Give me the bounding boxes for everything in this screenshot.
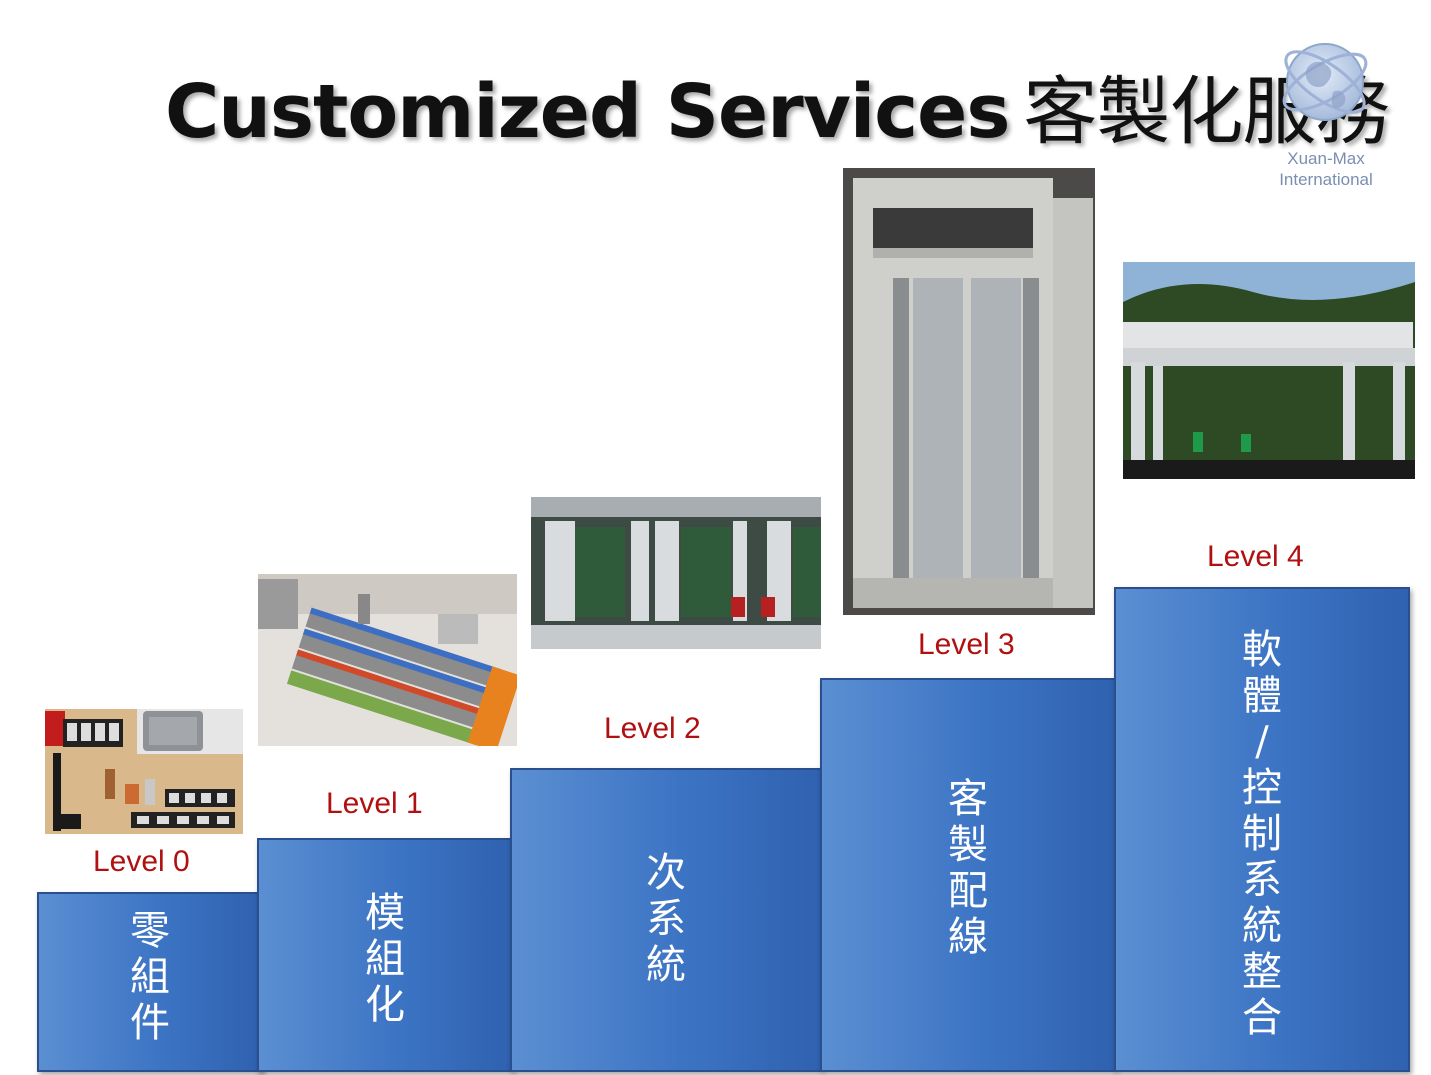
level-4-char: 統 <box>1242 903 1282 949</box>
level-3-label: Level 3 <box>918 628 1015 661</box>
level-4-bar: 軟 體 / 控 制 系 統 整 合 <box>1114 587 1410 1072</box>
level-0-label: Level 0 <box>93 845 190 878</box>
level-2-bar: 次 系 統 <box>510 768 822 1072</box>
level-0-char: 零 <box>130 908 170 954</box>
level-4-char: 控 <box>1242 765 1282 811</box>
logo-name-line2: International <box>1279 170 1373 189</box>
level-3-bar: 客 製 配 線 <box>820 678 1116 1072</box>
level-4-label: Level 4 <box>1207 540 1304 573</box>
level-4-char: 系 <box>1242 857 1282 903</box>
level-3-char: 客 <box>948 776 988 822</box>
level-0-char: 件 <box>130 1000 170 1046</box>
level-1-char: 組 <box>365 936 405 982</box>
level-2-label: Level 2 <box>604 712 701 745</box>
globe-logo-icon <box>1282 43 1368 121</box>
level-4-char: 體 <box>1242 673 1282 719</box>
level-3-char: 配 <box>948 868 988 914</box>
level-1-char: 化 <box>365 982 405 1028</box>
rack-chassis-photo-icon <box>531 497 821 649</box>
level-4-char: 軟 <box>1242 627 1282 673</box>
level-4-char: 合 <box>1242 995 1282 1041</box>
terminal-blocks-photo-icon <box>258 574 517 746</box>
level-3-char: 製 <box>948 822 988 868</box>
level-1-bar: 模 組 化 <box>257 838 513 1072</box>
level-1-char: 模 <box>365 890 405 936</box>
level-3-char: 線 <box>948 914 988 960</box>
gantry-system-photo-icon <box>1123 262 1415 479</box>
level-4-char: 整 <box>1242 949 1282 995</box>
level-4-char: 制 <box>1242 811 1282 857</box>
level-2-char: 系 <box>646 896 686 942</box>
level-1-label: Level 1 <box>326 787 423 820</box>
level-2-char: 次 <box>646 850 686 896</box>
components-photo-icon <box>45 709 243 834</box>
level-4-char: / <box>1255 719 1269 765</box>
logo-name-line1: Xuan-Max <box>1287 149 1365 168</box>
level-0-bar: 零 組 件 <box>37 892 263 1072</box>
wiring-cabinet-photo-icon <box>843 168 1095 615</box>
level-2-char: 統 <box>646 942 686 988</box>
level-0-char: 組 <box>130 954 170 1000</box>
title-english: Customized Services <box>165 69 1010 155</box>
